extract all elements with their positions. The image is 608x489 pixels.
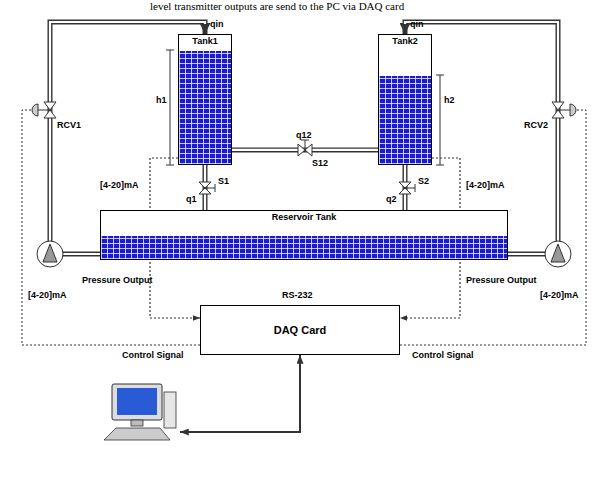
signal-label: [4-20]mA bbox=[540, 290, 579, 301]
node-label: Reservoir Tank bbox=[270, 211, 338, 223]
dimension-label: h2 bbox=[444, 95, 455, 106]
reservoir-tank: Reservoir Tank bbox=[100, 210, 508, 260]
tank-box: Tank2 bbox=[378, 34, 432, 165]
water-fill bbox=[379, 76, 431, 164]
signal-label: [4-20]mA bbox=[100, 180, 139, 191]
signal-label: RS-232 bbox=[282, 290, 313, 301]
node-label: DAQ Card bbox=[272, 323, 329, 337]
node-label: Tank1 bbox=[190, 35, 219, 47]
signal-label: Pressure Output bbox=[466, 275, 537, 286]
signal-label: Control Signal bbox=[122, 350, 184, 361]
computer-icon bbox=[104, 384, 176, 440]
daq-card: DAQ Card bbox=[200, 305, 400, 355]
signal-label: Control Signal bbox=[412, 350, 474, 361]
tank-box: Tank1 bbox=[178, 34, 232, 165]
node-label: Tank2 bbox=[390, 35, 419, 47]
flow-label: qin bbox=[210, 19, 224, 30]
valve-label: RCV2 bbox=[524, 120, 548, 131]
pc-link bbox=[180, 355, 300, 432]
control-valve-symbol bbox=[32, 102, 576, 118]
flow-label: q2 bbox=[386, 194, 397, 205]
title-note: level transmitter outputs are send to th… bbox=[150, 0, 404, 13]
valve-label: RCV1 bbox=[57, 120, 81, 131]
valve-label: S2 bbox=[418, 176, 429, 187]
flow-label: q1 bbox=[186, 194, 197, 205]
signal-label: Pressure Output bbox=[82, 275, 153, 286]
signal-label: [4-20]mA bbox=[28, 290, 67, 301]
flow-label: qin bbox=[410, 19, 424, 30]
water-fill bbox=[101, 236, 507, 259]
signal-label: [4-20]mA bbox=[466, 180, 505, 191]
water-fill bbox=[179, 51, 231, 164]
valve-label: S1 bbox=[218, 176, 229, 187]
dimension-label: h1 bbox=[156, 95, 167, 106]
flow-label: q12 bbox=[296, 130, 312, 141]
valve-label: S12 bbox=[312, 158, 328, 169]
